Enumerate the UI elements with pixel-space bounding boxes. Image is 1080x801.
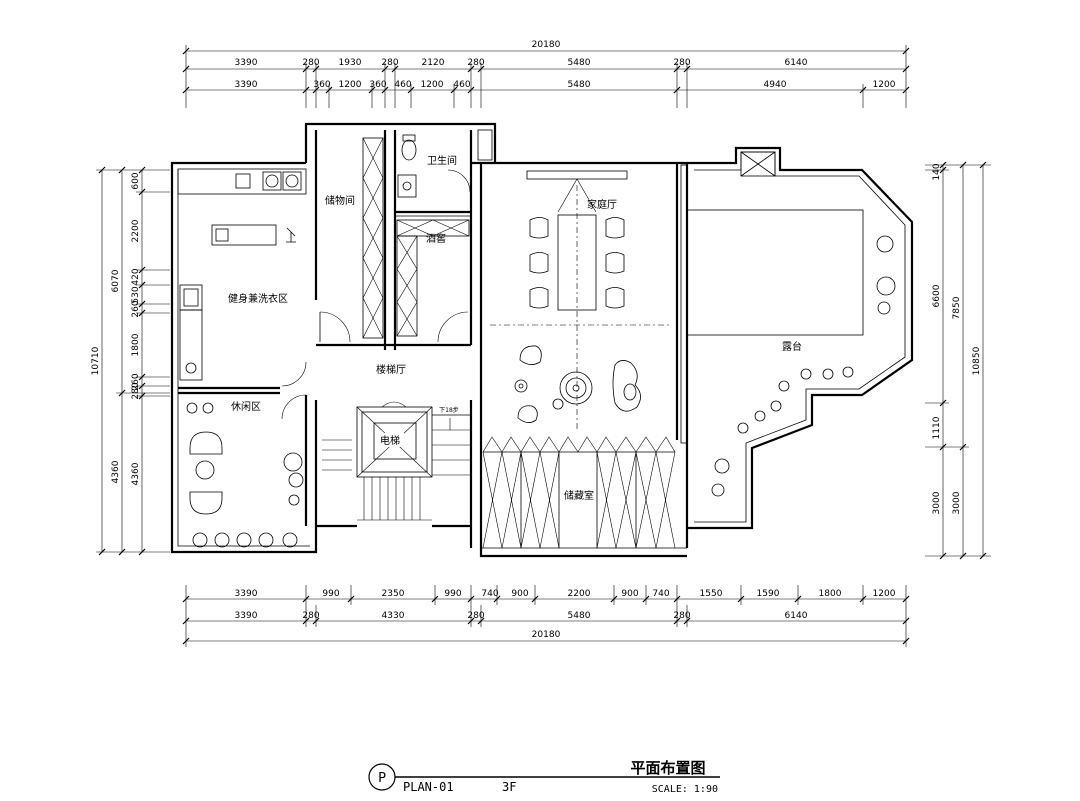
- dim-top-overall: 20180: [532, 40, 561, 50]
- right-dimensions: 140 6600 1110 3000 7850 3000 10850: [925, 161, 991, 560]
- dim-bottom-r1: 3390: [235, 589, 258, 599]
- dim-left-detail: 1800: [131, 333, 141, 356]
- dim-bottom-r1: 740: [481, 589, 498, 599]
- room-label-terrace: 露台: [782, 340, 802, 353]
- left-dimensions: 10710 6070 4360 600 2200 420 530 260 180…: [91, 166, 170, 556]
- dim-bottom-r1: 1550: [700, 589, 723, 599]
- floor-label: 3F: [502, 780, 516, 794]
- dim-left-detail: 260: [131, 373, 141, 390]
- dim-left-detail: 420: [131, 268, 141, 285]
- dim-top-r1: 6140: [785, 58, 808, 68]
- dim-top-r2: 360: [369, 80, 386, 90]
- dim-bottom-r1: 1590: [757, 589, 780, 599]
- dim-right-overall: 10850: [972, 346, 982, 375]
- terrace: 露台: [711, 235, 896, 497]
- dim-left-overall: 10710: [91, 346, 101, 375]
- dim-bottom-r2: 280: [673, 611, 690, 621]
- dim-right-detail: 1110: [932, 416, 942, 439]
- dim-bottom-r1: 990: [322, 589, 339, 599]
- dim-top-r1: 280: [381, 58, 398, 68]
- room-label-fitness: 健身兼洗衣区: [228, 292, 288, 305]
- dim-bottom-r2: 4330: [382, 611, 405, 621]
- dim-bottom-r1: 740: [652, 589, 669, 599]
- stair-down-label: 下18步: [439, 406, 459, 414]
- dim-bottom-r1: 900: [511, 589, 528, 599]
- room-label-family: 家庭厅: [587, 198, 617, 211]
- dim-bottom-r2: 6140: [785, 611, 808, 621]
- dim-top-r2: 4940: [764, 80, 787, 90]
- room-label-bathroom: 卫生间: [427, 154, 457, 167]
- dim-left-detail: 2200: [131, 219, 141, 242]
- dining-chairs: [529, 217, 625, 309]
- terrace-plants: [711, 235, 896, 497]
- stair-treads: [322, 429, 471, 521]
- dim-left-chain: 4360: [111, 460, 121, 483]
- family-room: 家庭厅: [490, 170, 670, 430]
- dim-top-r2: 1200: [421, 80, 444, 90]
- dim-bottom-r2: 280: [302, 611, 319, 621]
- dim-right-detail: 140: [932, 163, 942, 180]
- dim-top-r2: 5480: [568, 80, 591, 90]
- collection-room: 储藏室: [482, 436, 676, 549]
- dim-bottom-r1: 1800: [819, 589, 842, 599]
- dim-top-r1: 5480: [568, 58, 591, 68]
- title-symbol: P: [378, 771, 386, 786]
- dim-right-chain: 3000: [952, 491, 962, 514]
- plan-number: PLAN-01: [403, 780, 454, 794]
- leisure-plants: [186, 402, 304, 548]
- dim-top-r2: 460: [394, 80, 411, 90]
- dim-bottom-r2: 280: [467, 611, 484, 621]
- scale-label: SCALE: 1:90: [652, 784, 718, 795]
- dim-bottom-r1: 990: [444, 589, 461, 599]
- dim-top-r1: 280: [673, 58, 690, 68]
- dim-left-detail: 280: [131, 382, 141, 399]
- room-label-wine-cellar: 酒窖: [426, 232, 446, 245]
- room-label-collection: 储藏室: [564, 489, 594, 502]
- dim-bottom-r1: 2200: [568, 589, 591, 599]
- dim-left-detail: 600: [131, 172, 141, 189]
- top-dimensions: 20180 3390 280 1930 280 2120 280 5480 28…: [182, 40, 910, 108]
- dim-right-chain: 7850: [952, 296, 962, 319]
- dim-bottom-r1: 1200: [873, 589, 896, 599]
- dim-bottom-r1: 900: [621, 589, 638, 599]
- terrace-outline: [680, 146, 914, 530]
- dim-top-r2: 1200: [339, 80, 362, 90]
- drawing-title: 平面布置图: [630, 759, 705, 777]
- dim-top-r2: 460: [453, 80, 470, 90]
- dim-top-r1: 2120: [422, 58, 445, 68]
- dim-left-detail: 4360: [131, 462, 141, 485]
- dim-bottom-r2: 3390: [235, 611, 258, 621]
- dim-top-r1: 280: [302, 58, 319, 68]
- room-label-elevator: 电梯: [380, 434, 400, 447]
- bathroom: 卫生间: [397, 129, 493, 198]
- dim-bottom-r1: 2350: [382, 589, 405, 599]
- dim-top-r1: 280: [467, 58, 484, 68]
- dim-bottom-overall: 20180: [532, 630, 561, 640]
- stair-hall: 楼梯厅 电梯 下18步: [281, 361, 471, 521]
- bottom-dimensions: 3390 990 2350 990 740 900 2200 900 740 1…: [182, 585, 910, 647]
- dim-top-r2: 360: [313, 80, 330, 90]
- dim-left-detail: 530: [131, 286, 141, 303]
- fitness-laundry-furniture: 健身兼洗衣区: [177, 168, 307, 381]
- room-label-storage: 储物间: [325, 194, 355, 207]
- room-label-stair-hall: 楼梯厅: [376, 363, 406, 376]
- room-label-leisure: 休闲区: [231, 400, 261, 413]
- storage-room: 储物间: [319, 137, 384, 343]
- dim-right-detail: 6600: [932, 284, 942, 307]
- dim-left-detail: 260: [131, 300, 141, 317]
- dim-top-r1: 1930: [339, 58, 362, 68]
- dim-top-r2: 3390: [235, 80, 258, 90]
- dim-top-r1: 3390: [235, 58, 258, 68]
- dim-top-r2: 1200: [873, 80, 896, 90]
- title-block: P PLAN-01 3F 平面布置图 SCALE: 1:90: [368, 759, 720, 795]
- walls: [170, 122, 689, 558]
- dim-bottom-r2: 5480: [568, 611, 591, 621]
- dim-left-chain: 6070: [111, 269, 121, 292]
- wine-cellar: 酒窖: [396, 219, 470, 343]
- leisure-area: 休闲区: [186, 400, 304, 548]
- dim-right-detail: 3000: [932, 491, 942, 514]
